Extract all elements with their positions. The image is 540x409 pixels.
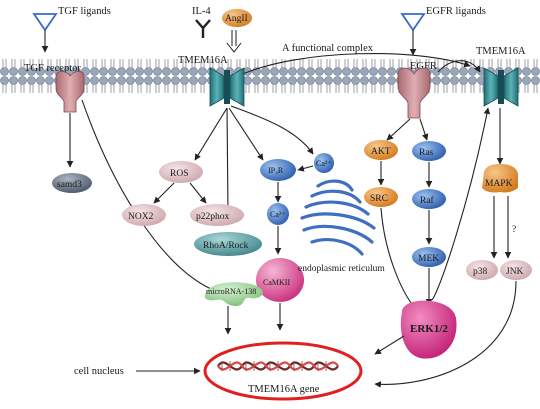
dna-helix-icon <box>217 361 339 371</box>
ras-node <box>412 141 446 161</box>
ip3r-label: IP₃R <box>268 166 284 175</box>
nox2-node <box>122 204 166 226</box>
samd3-label: samd3 <box>57 180 82 190</box>
il4-antibody-icon <box>195 19 211 38</box>
ca-er-label: Ca²⁺ <box>316 159 332 168</box>
camkii-label: CaMKII <box>263 278 290 287</box>
ras-label: Ras <box>419 148 434 158</box>
egfr-ligands-label: EGFR ligands <box>426 6 486 17</box>
ca-cyto-label: Ca²⁺ <box>270 210 286 219</box>
nucleus-ring <box>203 341 363 401</box>
raf-label: Raf <box>420 195 435 206</box>
p38-label: p38 <box>473 267 488 277</box>
angii-label: AngII <box>225 14 248 24</box>
mapk-label: MAPK <box>485 179 513 189</box>
mapk-node <box>482 164 518 193</box>
rhoa-rock-node <box>194 232 262 256</box>
ros-node <box>159 161 203 183</box>
endoplasmic-reticulum-icon <box>300 179 376 256</box>
ros-label: ROS <box>170 169 188 179</box>
src-node <box>364 187 398 207</box>
egfr-ligand-icon <box>400 13 426 32</box>
p22phox-node <box>190 204 244 226</box>
question-mark-label: ? <box>512 225 516 235</box>
erk12-node <box>400 300 457 359</box>
il4-label: IL-4 <box>192 6 211 17</box>
raf-node <box>412 189 446 209</box>
p38-node <box>466 260 498 280</box>
angii-node <box>222 9 252 27</box>
src-label: SRC <box>370 194 388 204</box>
nox2-label: NOX2 <box>128 212 154 222</box>
endoplasmic-reticulum-label: endoplasmic reticulum <box>298 264 385 274</box>
cell-nucleus-label: cell nucleus <box>74 366 124 377</box>
samd3-node <box>52 173 92 193</box>
p22phox-label: p22phox <box>196 212 230 222</box>
tmem16a-right-label: TMEM16A <box>476 46 526 57</box>
tmem16a-left-label: TMEM16A <box>178 55 228 66</box>
jnk-node <box>500 260 532 280</box>
tgf-ligands-label: TGF ligands <box>58 6 111 17</box>
tmem16a-gene-label: TMEM16A gene <box>248 384 320 395</box>
tgf-receptor-label: TGF receptor <box>24 63 81 74</box>
erk12-label: ERK1/2 <box>410 323 448 335</box>
double-arrow-icon <box>226 30 242 53</box>
tmem16a-channel-left <box>209 67 245 107</box>
camkii-node <box>256 258 304 302</box>
tgf-ligand-icon <box>32 13 58 32</box>
mek-label: MEK <box>418 254 439 264</box>
mek-node <box>412 247 446 267</box>
microrna-138-node <box>204 282 263 306</box>
ca-er-node <box>314 153 334 173</box>
jnk-label: JNK <box>506 267 524 277</box>
microrna-138-label: microRNA-138 <box>206 287 256 296</box>
egfr-receptor <box>397 67 431 119</box>
ip3r-node <box>260 159 296 181</box>
ca-cyto-node <box>267 203 289 225</box>
tmem16a-channel-right <box>483 67 519 107</box>
tgf-receptor <box>55 71 85 113</box>
akt-label: AKT <box>371 147 391 157</box>
functional-complex-label: A functional complex <box>282 43 374 54</box>
rhoa-rock-label: RhoA/Rock <box>203 241 249 251</box>
akt-node <box>364 140 398 160</box>
